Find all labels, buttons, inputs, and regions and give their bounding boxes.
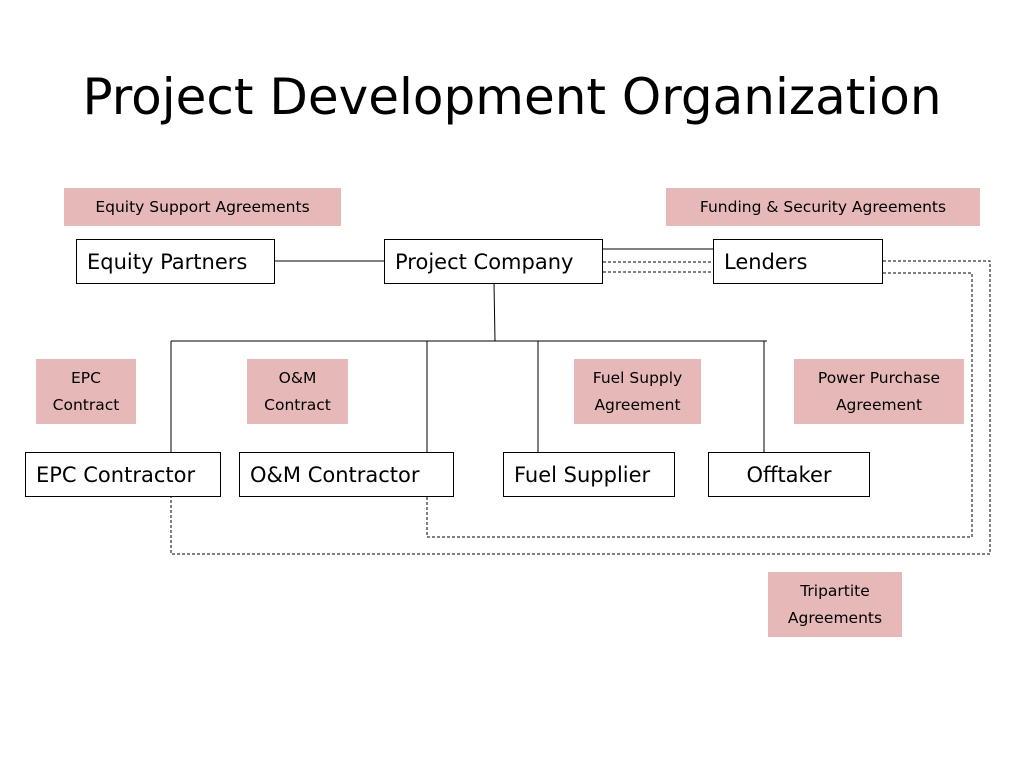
tag-equity-support-agreements: Equity Support Agreements <box>64 188 341 226</box>
tag-power-purchase-agreement: Power Purchase Agreement <box>794 359 964 424</box>
tag-label-line: Agreements <box>787 608 883 627</box>
tag-funding-security-agreements: Funding & Security Agreements <box>666 188 980 226</box>
tag-label: Equity Support Agreements <box>95 197 310 216</box>
tag-label-line: Contract <box>52 395 120 414</box>
slide-title: Project Development Organization <box>82 68 942 126</box>
tag-label-line: O&M <box>278 368 317 387</box>
tag-label-line: Contract <box>264 395 331 414</box>
box-epc-contractor: EPC Contractor <box>25 452 221 497</box>
tag-label-line: Power Purchase <box>817 368 941 387</box>
box-label: Offtaker <box>746 462 832 487</box>
box-label: Lenders <box>724 249 808 274</box>
tag-label-line: EPC <box>71 368 101 387</box>
tag-label-line: Tripartite <box>800 581 870 600</box>
box-lenders: Lenders <box>713 239 883 284</box>
box-equity-partners: Equity Partners <box>76 239 275 284</box>
box-project-company: Project Company <box>384 239 603 284</box>
box-label: EPC Contractor <box>36 462 196 487</box>
box-offtaker: Offtaker <box>708 452 870 497</box>
tag-label-line: Agreement <box>594 395 681 414</box>
tag-label: Funding & Security Agreements <box>699 197 947 216</box>
box-om-contractor: O&M Contractor <box>239 452 454 497</box>
box-label: Project Company <box>395 249 574 274</box>
dashed-lenders-to-om <box>426 272 973 538</box>
tag-label-line: Fuel Supply <box>592 368 683 387</box>
tag-epc-contract: EPC Contract <box>36 359 136 424</box>
box-label: Equity Partners <box>87 249 248 274</box>
box-label: O&M Contractor <box>250 462 420 487</box>
tag-fuel-supply-agreement: Fuel Supply Agreement <box>574 359 701 424</box>
line-company-down <box>493 282 496 342</box>
tag-om-contract: O&M Contract <box>247 359 348 424</box>
tag-label-line: Agreement <box>835 395 923 414</box>
box-label: Fuel Supplier <box>514 462 651 487</box>
box-fuel-supplier: Fuel Supplier <box>503 452 675 497</box>
tag-tripartite-agreements: Tripartite Agreements <box>768 572 902 637</box>
dashed-lenders-to-epc <box>170 260 991 555</box>
